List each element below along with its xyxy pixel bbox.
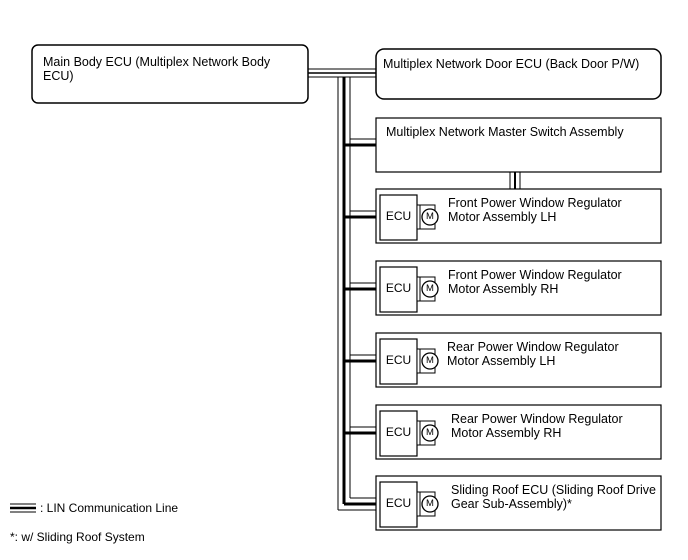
master-switch-box [375,117,662,173]
main-ecu-box [31,44,309,104]
door-ecu-label: Multiplex Network Door ECU (Back Door P/… [383,57,640,71]
lin-line-legend-symbol [10,503,36,513]
motor-unit-boxes [375,188,662,531]
ecu-label: ECU [385,281,412,295]
lin-line-main-to-door [308,68,376,78]
motor-unit-label: Front Power Window Regulator Motor Assem… [448,268,622,296]
motor-label: M [426,498,434,509]
ecu-sub-box [379,194,418,241]
branch-lines [338,138,376,511]
ecu-label: ECU [385,496,412,510]
motor-label: M [426,211,434,222]
motor-icon [421,208,439,226]
motor-label: M [426,427,434,438]
lin-line-master-to-front-lh [509,172,521,189]
main-ecu-label: Main Body ECU (Multiplex Network Body EC… [43,55,271,83]
footnote: *: w/ Sliding Roof System [10,530,145,544]
ecu-sub-box [379,410,418,457]
lin-line-legend-label: : LIN Communication Line [40,501,179,515]
motor-unit-label: Front Power Window Regulator Motor Assem… [448,196,622,224]
door-ecu-box [375,48,662,100]
motor-icon [421,352,439,370]
trunk-lines [337,77,351,510]
motor-icon [421,424,439,442]
motor-icon [421,495,439,513]
motor-label: M [426,355,434,366]
ecu-label: ECU [385,353,412,367]
motor-label: M [426,283,434,294]
master-switch-label: Multiplex Network Master Switch Assembly [386,125,624,139]
motor-unit-label: Rear Power Window Regulator Motor Assemb… [447,340,619,368]
ecu-label: ECU [385,425,412,439]
motor-unit-label: Sliding Roof ECU (Sliding Roof Drive Gea… [451,483,656,511]
ecu-label: ECU [385,209,412,223]
motor-icon [421,280,439,298]
ecu-sub-box [379,338,418,385]
ecu-sub-box [379,266,418,313]
motor-unit-label: Rear Power Window Regulator Motor Assemb… [451,412,623,440]
